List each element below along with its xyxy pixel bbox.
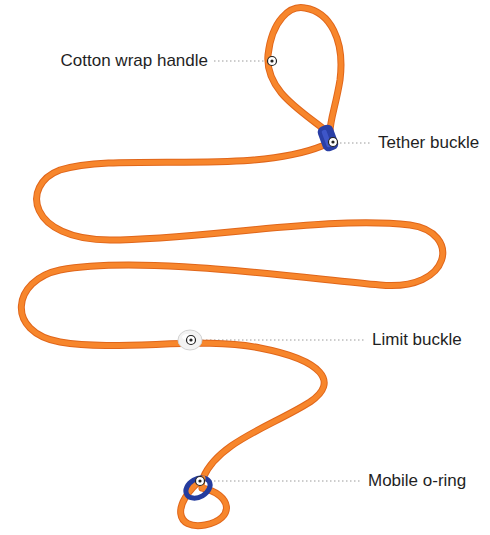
tether-buckle	[316, 123, 340, 153]
part-label: Limit buckle	[372, 330, 462, 350]
callout-markers	[187, 57, 338, 486]
rope	[21, 8, 442, 526]
part-label: Mobile o-ring	[368, 471, 466, 491]
limit-buckle	[178, 330, 202, 350]
part-label: Cotton wrap handle	[61, 51, 208, 71]
part-label: Tether buckle	[378, 133, 479, 153]
mobile-o-ring	[182, 474, 214, 503]
